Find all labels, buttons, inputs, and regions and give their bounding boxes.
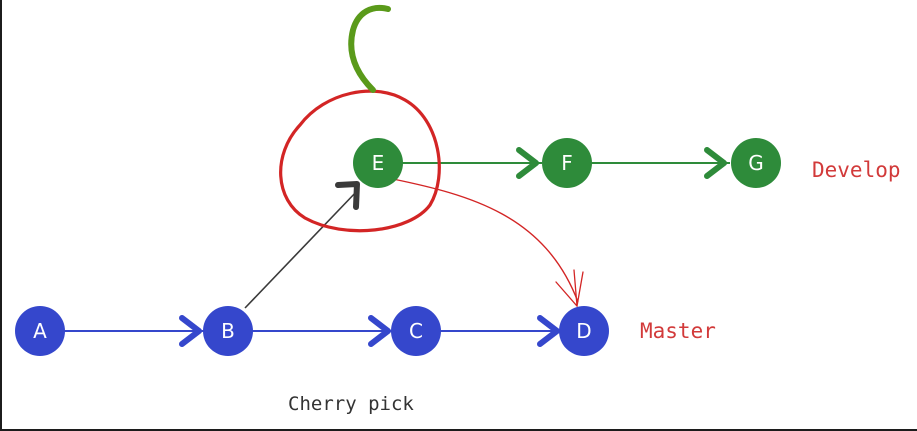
commit-node-b: B <box>203 306 253 356</box>
branch-label-master: Master <box>640 319 716 343</box>
commit-node-d: D <box>559 306 609 356</box>
master-edges <box>62 315 562 347</box>
cherry-pick-curve <box>392 178 579 303</box>
edge-b-e-line <box>244 189 359 309</box>
arrowhead-b-e <box>335 181 360 210</box>
branch-label-develop: Develop <box>812 158 901 182</box>
arrowhead-e-f <box>516 147 539 179</box>
cherry-stem <box>348 5 391 93</box>
svg-text:G: G <box>748 151 764 175</box>
svg-text:E: E <box>372 151 385 175</box>
caption-cherry-pick: Cherry pick <box>288 393 414 415</box>
frame-border-left <box>0 0 2 431</box>
edge-b-e <box>244 181 360 309</box>
commit-node-f: F <box>542 138 592 188</box>
arrowhead-c-d <box>537 315 560 347</box>
svg-text:A: A <box>33 319 47 343</box>
commit-node-g: G <box>731 138 781 188</box>
frame-border-bottom <box>0 429 917 431</box>
svg-text:D: D <box>576 319 591 343</box>
svg-text:B: B <box>221 319 235 343</box>
cherry-pick-arrowhead <box>555 269 584 308</box>
commit-node-e: E <box>353 138 403 188</box>
commit-node-a: A <box>15 306 65 356</box>
svg-text:C: C <box>409 319 423 343</box>
arrowhead-b-c <box>368 315 391 347</box>
develop-edges <box>400 147 730 179</box>
svg-text:F: F <box>561 151 573 175</box>
cherry-pick-arrow <box>392 178 584 308</box>
arrowhead-f-g <box>704 147 727 179</box>
arrowhead-a-b <box>179 315 202 347</box>
commit-node-c: C <box>391 306 441 356</box>
